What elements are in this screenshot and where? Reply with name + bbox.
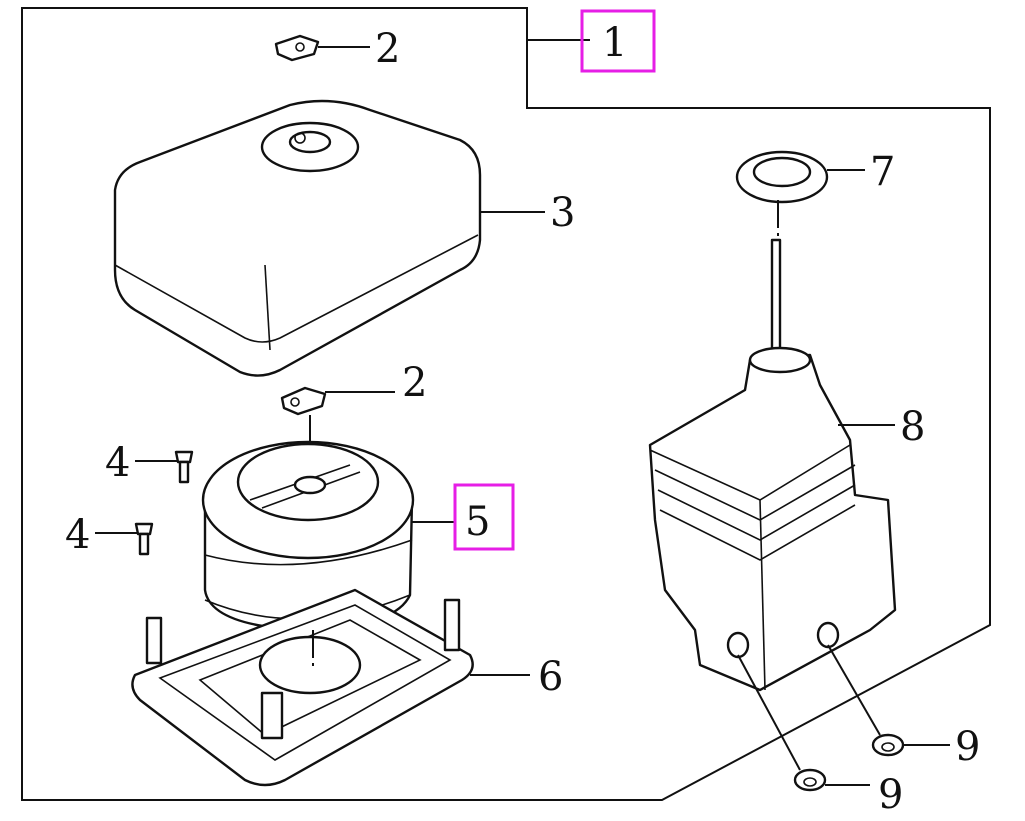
clip-nut-lower — [280, 386, 327, 416]
seal-ring — [735, 150, 829, 204]
callout-2-lower[interactable]: 2 — [402, 360, 427, 406]
callout-5[interactable]: 5 — [465, 499, 490, 545]
callout-8[interactable]: 8 — [900, 404, 925, 450]
flange-nut-left — [793, 768, 827, 792]
screw-upper — [174, 450, 194, 484]
callout-9-left[interactable]: 9 — [878, 772, 903, 818]
highlight-box-5 — [453, 483, 515, 551]
clip-nut-top — [274, 34, 320, 62]
callout-9-right[interactable]: 9 — [955, 724, 980, 770]
callout-4-upper[interactable]: 4 — [105, 440, 130, 486]
callout-7[interactable]: 7 — [870, 149, 895, 195]
callout-6[interactable]: 6 — [538, 654, 563, 700]
air-cleaner-base — [131, 588, 474, 787]
callout-2-top[interactable]: 2 — [375, 26, 400, 72]
assembly-boundary — [21, 7, 991, 801]
air-filter-element — [201, 440, 415, 632]
highlight-box-1 — [580, 9, 656, 73]
air-cleaner-cover — [113, 99, 482, 377]
flange-nut-right — [871, 733, 905, 757]
screw-lower — [134, 522, 154, 556]
callout-1[interactable]: 1 — [602, 20, 627, 66]
callout-3[interactable]: 3 — [550, 190, 575, 236]
air-cleaner-case — [648, 238, 897, 692]
callout-4-lower[interactable]: 4 — [65, 512, 90, 558]
